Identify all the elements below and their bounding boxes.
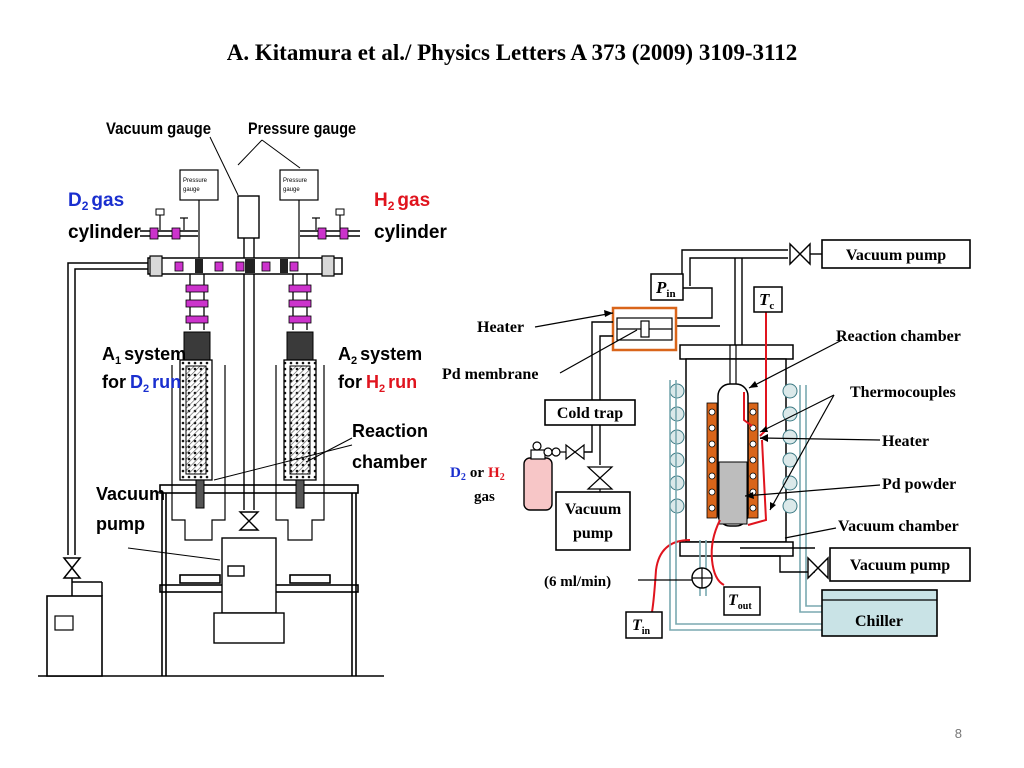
a1-system-column [171, 274, 226, 541]
t-out-box [723, 586, 761, 616]
cooling-water-pipes [669, 380, 822, 631]
cooling-coils [669, 383, 798, 514]
svg-text:Pressure: Pressure [283, 178, 308, 184]
t-c-label: Tc [759, 290, 774, 312]
lower-valve [586, 466, 614, 492]
t-out-label: Tout [728, 592, 752, 612]
right-leader-lines [534, 312, 881, 539]
pump-label: pump [96, 514, 145, 534]
t-in-label: Tin [632, 617, 651, 637]
central-vacuum-tube [213, 195, 285, 644]
left-pump-line [62, 262, 150, 605]
h2-cylinder-label: cylinder [374, 222, 447, 243]
svg-text:gauge: gauge [183, 187, 200, 193]
a2-system-column [275, 274, 325, 541]
rotary-pump-window [54, 615, 74, 631]
vacuum-pump-box [555, 491, 631, 551]
gas-bottle [523, 441, 585, 511]
pd-powder-label: Pd powder [882, 476, 956, 493]
left-leader-lines [127, 136, 353, 561]
top-vacuum-line [681, 242, 822, 345]
top-vacuum-pump-label: Vacuum pump [846, 247, 946, 264]
gas-manifold [147, 255, 343, 277]
gas-word-label: gas [474, 489, 495, 505]
d2-cylinder-label: cylinder [68, 222, 141, 243]
flow-meter [638, 567, 713, 589]
pressure-gauge-left: Pressure gauge [179, 169, 219, 258]
right-schematic-diagram: Vacuum pump Pin Cold trap [442, 239, 971, 639]
t-c-box [753, 286, 783, 313]
rotary-pump-body [46, 595, 103, 677]
svg-text:gauge: gauge [283, 187, 300, 193]
pd-membrane-heater [611, 306, 678, 352]
p-in-line [676, 287, 720, 327]
chiller-label: Chiller [855, 613, 903, 630]
vacuum-pump-box-line2: pump [573, 525, 613, 542]
vacuum-label: Vacuum [96, 484, 165, 504]
cold-trap-box [544, 399, 636, 426]
page-number: 8 [954, 726, 962, 741]
bottom-vacuum-line [740, 547, 829, 580]
right-labels: Heater Pd membrane Reaction chamber Ther… [442, 319, 961, 535]
left-apparatus-diagram: Pressure gauge Pressure gauge [38, 119, 447, 677]
chiller-box [821, 589, 938, 637]
membrane-to-coldtrap-line [583, 321, 613, 465]
vacuum-chamber-label: Vacuum chamber [838, 518, 959, 535]
thermocouples-label: Thermocouples [850, 384, 956, 401]
leader-arrowheads [604, 310, 776, 510]
p-in-box [650, 273, 684, 301]
h2-gas-inlet-line [300, 208, 360, 240]
pressure-gauge-label: Pressure gauge [248, 119, 356, 138]
page-title: A. Kitamura et al./ Physics Letters A 37… [226, 40, 798, 65]
svg-text:Pressure: Pressure [183, 178, 208, 184]
heater-left-label: Heater [477, 319, 524, 336]
bottom-vacuum-pump-label: Vacuum pump [850, 557, 950, 574]
chamber-label: chamber [352, 452, 427, 472]
vacuum-gauge-label: Vacuum gauge [106, 119, 211, 138]
cold-trap-label: Cold trap [557, 405, 623, 422]
flow-rate-label: (6 ml/min) [544, 574, 611, 590]
support-frame [38, 484, 384, 677]
vacuum-pump-box-line1: Vacuum [565, 501, 622, 518]
p-in-label: Pin [655, 278, 676, 300]
d2-gas-inlet-line [140, 208, 198, 240]
top-vacuum-pump-box [821, 239, 971, 269]
pressure-gauge-right: Pressure gauge [279, 169, 319, 258]
reaction-label: Reaction [352, 421, 428, 441]
reaction-chamber-vessel [717, 345, 749, 527]
pd-membrane-label: Pd membrane [442, 366, 538, 383]
reaction-chamber-label: Reaction chamber [836, 328, 961, 345]
bottom-vacuum-pump-box [829, 547, 971, 582]
heater-coil [706, 402, 759, 519]
heater-right-label: Heater [882, 433, 929, 450]
t-in-box [625, 611, 663, 639]
